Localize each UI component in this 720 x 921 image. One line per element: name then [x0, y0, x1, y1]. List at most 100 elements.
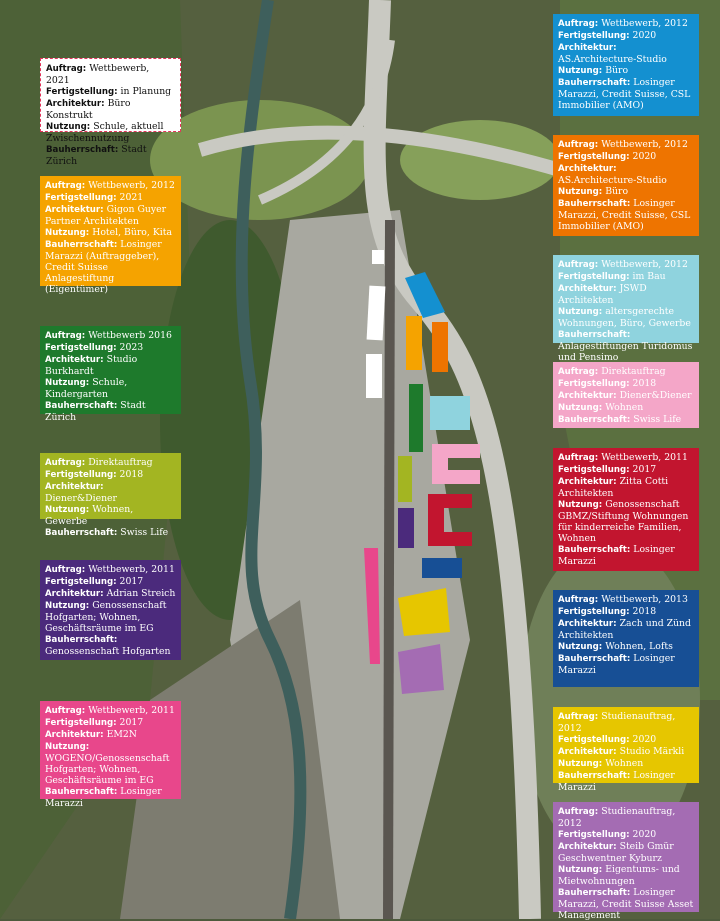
card-field-value: Genossenschaft GBMZ/Stiftung Wohnungen f…: [558, 499, 689, 544]
card-field-label: Nutzung:: [558, 642, 603, 652]
card-row-bauherr: Bauherrschaft: Losinger Marazzi (Auftrag…: [45, 239, 176, 295]
card-field-value: im Bau: [632, 271, 666, 282]
card-field-label: Auftrag:: [46, 64, 87, 74]
card-field-value: Zach und Zünd Architekten: [558, 618, 691, 641]
card-field-label: Nutzung:: [45, 601, 90, 611]
card-row-fertig: Fertigstellung: 2020: [558, 734, 694, 746]
card-field-value: Adrian Streich: [106, 588, 176, 599]
card-field-label: Auftrag:: [558, 140, 599, 150]
card-row-auftrag: Auftrag: Wettbewerb, 2013: [558, 594, 694, 606]
card-field-label: Nutzung:: [558, 403, 603, 413]
card-field-label: Fertigstellung:: [558, 607, 630, 617]
card-row-arch: Architektur: Gigon Guyer Partner Archite…: [45, 204, 176, 227]
railway: [383, 219, 395, 919]
card-row-auftrag: Auftrag: Wettbewerb, 2012: [558, 259, 694, 271]
card-row-arch: Architektur: EM2N: [45, 729, 176, 741]
card-field-label: Bauherrschaft:: [558, 330, 631, 340]
card-field-value: Losinger Marazzi: [558, 653, 675, 676]
card-field-label: Nutzung:: [558, 865, 603, 875]
card-field-value: Gigon Guyer Partner Architekten: [45, 204, 167, 227]
card-field-label: Fertigstellung:: [558, 830, 630, 840]
card-field-label: Fertigstellung:: [45, 193, 117, 203]
card-field-value: 2020: [632, 151, 657, 162]
card-field-value: 2020: [632, 829, 657, 840]
card-field-value: in Planung: [120, 86, 172, 97]
card-field-label: Architektur:: [45, 205, 104, 215]
card-field-label: Auftrag:: [45, 331, 86, 341]
card-field-value: Wohnen, Lofts: [605, 641, 673, 652]
card-row-nutzung: Nutzung: Wohnen: [558, 402, 694, 414]
card-row-auftrag: Auftrag: Wettbewerb, 2021: [46, 63, 175, 86]
card-row-auftrag: Auftrag: Studienauftrag, 2012: [558, 806, 694, 829]
card-row-nutzung: Nutzung: Büro: [558, 186, 694, 198]
card-field-label: Nutzung:: [46, 122, 91, 132]
card-row-bauherr: Bauherrschaft: Swiss Life: [558, 414, 694, 426]
footprint-wohnen-gewerbe: [398, 456, 412, 502]
card-field-value: 2020: [632, 30, 657, 41]
card-field-value: 2017: [119, 576, 144, 587]
card-row-fertig: Fertigstellung: 2020: [558, 151, 694, 163]
card-row-fertig: Fertigstellung: 2018: [558, 606, 694, 618]
card-row-fertig: Fertigstellung: 2018: [558, 378, 694, 390]
card-row-nutzung: Nutzung: Schule, Kindergarten: [45, 377, 176, 400]
card-row-auftrag: Auftrag: Wettbewerb, 2012: [45, 180, 176, 192]
card-row-arch: Architektur: Diener&Diener: [558, 390, 694, 402]
card-field-value: Studio Burkhardt: [45, 354, 138, 377]
footprint-eigentum: [398, 644, 444, 694]
card-row-fertig: Fertigstellung: 2017: [45, 576, 176, 588]
card-field-value: Genossenschaft Hofgarten; Wohnen, Geschä…: [45, 600, 167, 634]
card-row-arch: Architektur: Studio Burkhardt: [45, 354, 176, 377]
footprint-wogeno: [364, 548, 380, 664]
card-field-label: Architektur:: [558, 477, 617, 487]
card-field-value: JSWD Architekten: [558, 283, 647, 306]
card-field-value: Wettbewerb, 2013: [601, 594, 688, 605]
card-row-arch: Architektur: Zach und Zünd Architekten: [558, 618, 694, 641]
meadow: [150, 100, 370, 220]
card-row-arch: Architektur: Studio Märkli: [558, 746, 694, 758]
card-field-value: Losinger Marazzi, Credit Suisse, CSL Imm…: [558, 198, 691, 232]
card-row-arch: Architektur: Büro Konstrukt: [46, 98, 175, 121]
card-field-label: Nutzung:: [558, 307, 603, 317]
card-field-label: Fertigstellung:: [46, 87, 118, 97]
card-field-label: Fertigstellung:: [45, 470, 117, 480]
card-field-value: Wettbewerb, 2012: [601, 259, 688, 270]
river: [235, 0, 307, 919]
card-field-label: Fertigstellung:: [558, 31, 630, 41]
card-row-arch: Architektur: Diener&Diener: [45, 481, 176, 504]
footprint-maerkli: [398, 588, 450, 636]
card-field-value: Büro: [605, 65, 629, 76]
card-row-auftrag: Auftrag: Wettbewerb, 2011: [45, 705, 176, 717]
card-field-value: 2017: [632, 464, 657, 475]
card-field-value: Losinger Marazzi: [45, 786, 162, 809]
card-field-value: Stadt Zürich: [45, 400, 146, 423]
card-field-label: Architektur:: [45, 482, 104, 492]
card-field-value: 2018: [119, 469, 144, 480]
card-field-value: Wettbewerb, 2012: [88, 180, 175, 191]
card-row-bauherr: Bauherrschaft: Swiss Life: [45, 527, 176, 539]
card-field-label: Auftrag:: [558, 595, 599, 605]
card-field-label: Bauherrschaft:: [558, 654, 631, 664]
card-row-auftrag: Auftrag: Studienauftrag, 2012: [558, 711, 694, 734]
card-field-label: Fertigstellung:: [558, 735, 630, 745]
card-field-label: Bauherrschaft:: [558, 771, 631, 781]
card-field-value: Wohnen: [605, 402, 644, 413]
card-field-value: Diener&Diener: [619, 390, 692, 401]
card-field-value: Hotel, Büro, Kita: [92, 227, 173, 238]
card-field-value: 2020: [632, 734, 657, 745]
card-row-nutzung: Nutzung: Wohnen, Lofts: [558, 641, 694, 653]
card-field-label: Auftrag:: [558, 367, 599, 377]
card-field-value: Swiss Life: [120, 527, 169, 538]
highway-ramp: [197, 125, 562, 177]
card-field-label: Architektur:: [558, 391, 617, 401]
card-field-value: Zitta Cotti Architekten: [558, 476, 669, 499]
card-field-value: Wettbewerb, 2012: [601, 18, 688, 29]
card-field-value: altersgerechte Wohnungen, Büro, Gewerbe: [558, 306, 691, 329]
card-field-label: Bauherrschaft:: [558, 545, 631, 555]
card-field-value: Losinger Marazzi (Auftraggeber), Credit …: [45, 239, 162, 295]
